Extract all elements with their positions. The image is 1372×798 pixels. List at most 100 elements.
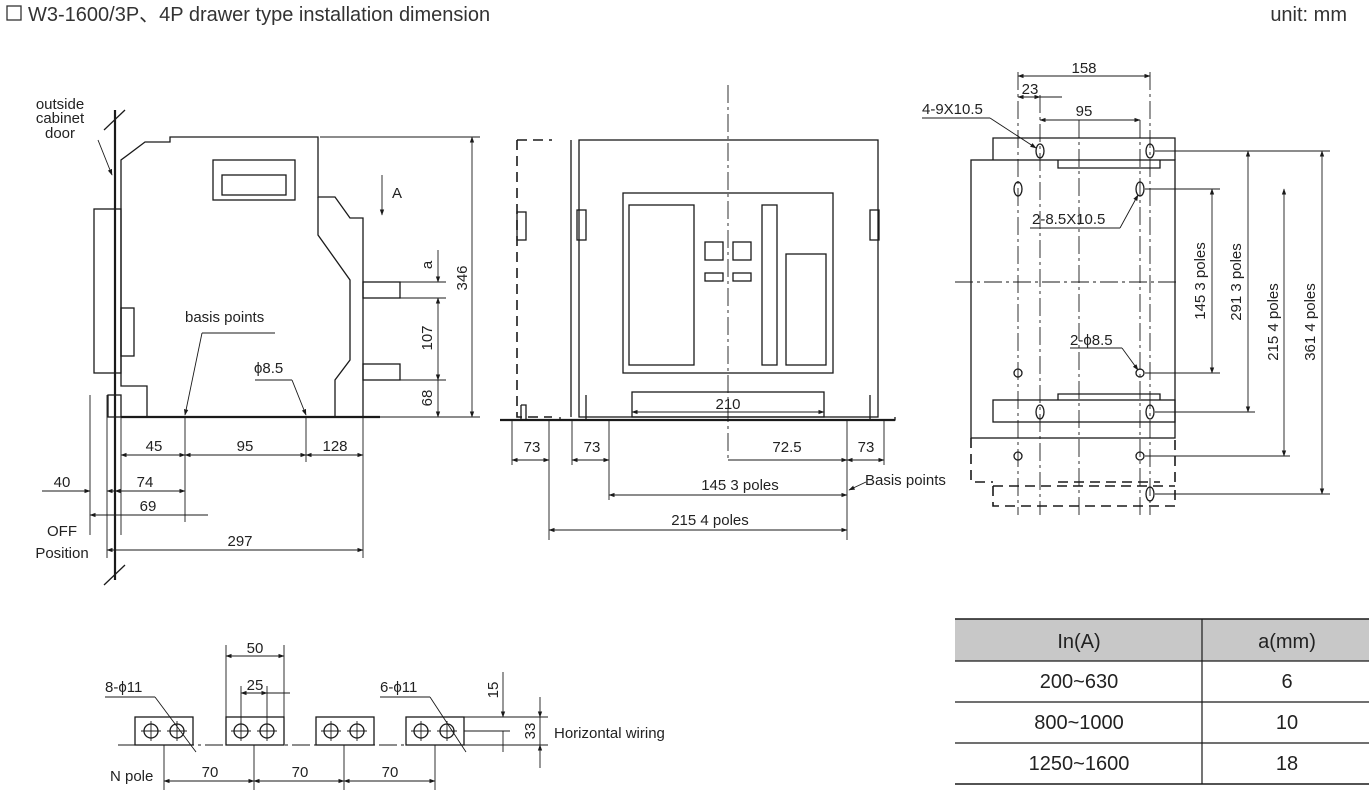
door-label-2: cabinet — [36, 110, 85, 127]
dim-68: 68 — [419, 390, 436, 407]
dim-346: 346 — [454, 265, 471, 290]
table-cell-a-2: 10 — [1276, 712, 1298, 734]
holes-left-label: 8-ϕ11 — [105, 679, 142, 696]
top-dashed-extension — [970, 438, 1176, 507]
terminal-top — [362, 281, 401, 299]
slot — [761, 204, 778, 366]
button-1 — [704, 241, 724, 261]
slot-hole-7 — [1145, 486, 1155, 502]
off-label-1: OFF — [47, 523, 77, 540]
dim-107: 107 — [419, 325, 436, 350]
dim-95: 95 — [237, 438, 254, 455]
door-break — [103, 109, 126, 131]
indicator-1 — [704, 272, 724, 282]
round-hole-4 — [1135, 451, 1145, 461]
dim-v361: 361 4 poles — [1302, 283, 1319, 361]
basis-leader — [183, 332, 203, 416]
basis-leader-front — [848, 481, 867, 491]
rail-tab-mid — [576, 209, 587, 241]
round-hole-2 — [1135, 368, 1145, 378]
slot-hole-1 — [1035, 143, 1045, 159]
dim-145: 145 3 poles — [701, 477, 779, 494]
dim-74: 74 — [137, 474, 154, 491]
slot-hole-5 — [1035, 404, 1045, 420]
door-label-1: outside — [36, 96, 84, 113]
horizontal-wiring-label: Horizontal wiring — [554, 725, 665, 742]
dim-v145: 145 3 poles — [1192, 242, 1209, 320]
busbar-1 — [225, 716, 285, 746]
pitch-3: 70 — [382, 764, 399, 781]
door-break-bottom — [103, 564, 126, 586]
n-pole-label: N pole — [110, 768, 153, 785]
basis-points-front: Basis points — [865, 472, 946, 489]
handle — [120, 307, 135, 357]
dim-v291: 291 3 poles — [1228, 243, 1245, 321]
dim-210: 210 — [715, 396, 740, 413]
dim-33: 33 — [522, 723, 539, 740]
slot-hole-4 — [1135, 181, 1145, 197]
holes-right-label: 6-ϕ11 — [380, 679, 417, 696]
slot1-leader — [989, 117, 1037, 149]
top-flange — [992, 137, 1176, 160]
hole-leader — [291, 379, 307, 416]
slot-hole-6 — [1145, 404, 1155, 420]
table-cell-a-1: 6 — [1281, 671, 1292, 693]
top-slot-plate — [1057, 160, 1161, 169]
bottom-flange — [992, 399, 1176, 423]
body-rear — [317, 197, 351, 417]
pitch-1: 70 — [202, 764, 219, 781]
dim-128: 128 — [322, 438, 347, 455]
table-cell-in-1: 200~630 — [1040, 671, 1118, 693]
terminal-bottom — [362, 363, 401, 381]
door-leader — [97, 139, 113, 176]
dim-40: 40 — [54, 474, 71, 491]
foot-left — [559, 395, 587, 421]
top-view: 158 23 95 4-9X10.5 2-8.5X10.5 2-ϕ8.5 145… — [922, 60, 1330, 515]
button-2 — [732, 241, 752, 261]
table-header-a: a(mm) — [1258, 631, 1316, 653]
door-label-3: door — [45, 125, 75, 142]
dim-45: 45 — [146, 438, 163, 455]
round-hole-3 — [1013, 451, 1023, 461]
panel-left — [628, 204, 695, 366]
round-hole-1 — [1013, 368, 1023, 378]
dim-215: 215 4 poles — [671, 512, 749, 529]
panel-right — [785, 253, 827, 366]
holes-left-leader — [154, 696, 197, 753]
hole-label: ϕ8.5 — [254, 360, 283, 377]
body-outline — [120, 136, 364, 417]
dim-25: 25 — [247, 677, 264, 694]
off-label-2: Position — [35, 545, 88, 562]
dim-23: 23 — [1022, 81, 1039, 98]
dim-95-top: 95 — [1076, 103, 1093, 120]
dim-158-top: 158 — [1071, 60, 1096, 77]
table-cell-in-3: 1250~1600 — [1029, 753, 1130, 775]
pitch-2: 70 — [292, 764, 309, 781]
hole-leader-top — [1121, 347, 1139, 371]
dim-v215: 215 4 poles — [1265, 283, 1282, 361]
title-bar: W3-1600/3P、4P drawer type installation d… — [6, 4, 1347, 26]
table-header-in: In(A) — [1057, 631, 1100, 653]
dim-69: 69 — [140, 498, 157, 515]
window-inner — [221, 174, 287, 196]
window — [212, 159, 296, 201]
dim-73-3: 73 — [858, 439, 875, 456]
unit-label: unit: mm — [1270, 4, 1347, 26]
busbar-2 — [315, 716, 375, 746]
dim-50: 50 — [247, 640, 264, 657]
page-title: W3-1600/3P、4P drawer type installation d… — [28, 4, 490, 26]
side-view: outside cabinet door A basis points ϕ8.5… — [35, 96, 480, 586]
rail-tab-right — [869, 209, 880, 241]
front-view: 210 73 73 72.5 73 145 3 poles 215 4 pole… — [500, 85, 946, 540]
dim-73-1: 73 — [524, 439, 541, 456]
slot-hole-3 — [1013, 181, 1023, 197]
slot2-leader — [1119, 194, 1139, 229]
foot-dashed — [500, 404, 527, 421]
foot — [107, 394, 122, 418]
foot-right — [869, 395, 896, 421]
rail-tab-left — [516, 211, 527, 241]
dim-73-2: 73 — [584, 439, 601, 456]
basis-points-label: basis points — [185, 309, 264, 326]
slot-hole-2 — [1145, 143, 1155, 159]
